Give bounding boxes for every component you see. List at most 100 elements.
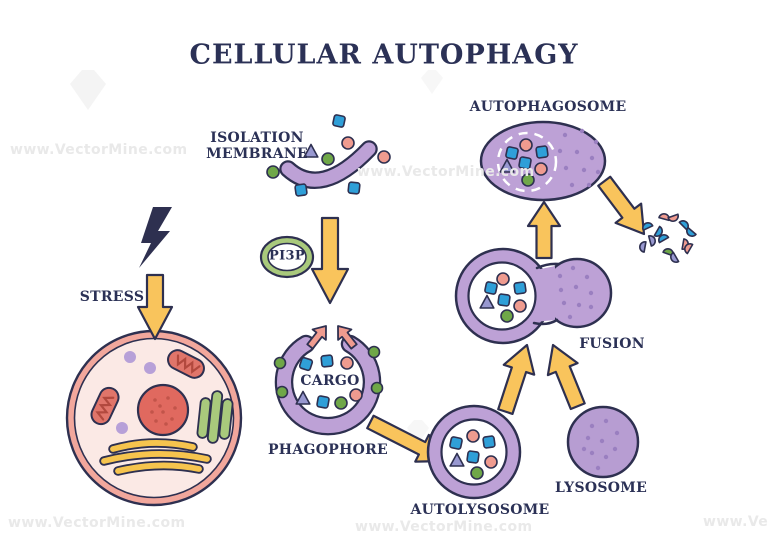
autophagosome-texture-dot: [569, 182, 575, 188]
phagophore-cargo-particle: [334, 396, 348, 410]
expansion-arrow-right: [337, 325, 358, 350]
watermark: www.VectorMine.com: [357, 164, 535, 180]
texture-layer: [150, 128, 620, 471]
autophagosome-texture-dot: [586, 182, 592, 188]
fusion-label: FUSION: [579, 335, 645, 352]
particles-layer: [266, 114, 697, 480]
endoplasmic-reticulum: [99, 438, 212, 476]
nucleus-texture-dot: [153, 398, 157, 402]
autophagosome-texture-dot: [581, 167, 587, 173]
pi3p-vesicle: [259, 235, 315, 279]
fusion-lysosome-texture-dot: [588, 304, 594, 310]
page-title: CELLULAR AUTOPHAGY: [189, 39, 579, 71]
autophagosome-texture-dot: [593, 139, 599, 145]
expansion-arrow-left: [306, 325, 327, 350]
fusion-contents-particle: [497, 293, 511, 307]
autophagosome-texture-dot: [589, 155, 595, 161]
fusion-lysosome-texture-dot: [584, 274, 590, 280]
degraded-debris-particle: [667, 213, 679, 222]
stress-arrow: [136, 273, 174, 341]
autolysosome-contents-particle: [466, 429, 480, 443]
nucleus-texture-dot: [164, 422, 168, 426]
fusion-contents-particle: [513, 281, 527, 295]
autophagosome-texture-dot: [579, 128, 585, 134]
autolysosome-label: AUTOLYSOSOME: [410, 501, 550, 518]
watermark: www.VectorMine.com: [10, 142, 188, 158]
fusion-lysosome-texture-dot: [588, 290, 594, 296]
inner-membrane-dashed: [496, 131, 558, 193]
lysosome-to-fusion-arrow: [546, 343, 586, 411]
nucleus: [136, 383, 190, 437]
autolysosome-contents-particle: [466, 450, 480, 464]
degraded-debris-particle: [642, 222, 654, 231]
nucleus-texture-dot: [170, 417, 174, 421]
pi3p-label: PI3P: [269, 248, 305, 264]
fusion-lysosome-texture-dot: [576, 302, 582, 308]
lysosome-texture-dot: [603, 418, 609, 424]
degraded-debris-particle: [684, 243, 694, 255]
isolation-membrane-debris-particle: [341, 136, 355, 150]
phagophore-receptors-particle: [370, 381, 384, 395]
autolysosome-contents-particle: [484, 455, 498, 469]
brand-diamond-icon: [407, 420, 429, 444]
fusion-contents-particle: [484, 281, 498, 295]
degraded-debris-particle: [670, 251, 680, 263]
phagophore-cargo-particle: [298, 356, 314, 372]
isolation-membrane-debris-particle: [377, 150, 391, 164]
degraded-debris-particle: [653, 225, 663, 237]
autophagosome-texture-dot: [557, 148, 563, 154]
isolation-membrane-debris-particle: [294, 183, 308, 197]
phagophore-receptors-particle: [367, 345, 381, 359]
lysosome-texture-dot: [589, 423, 595, 429]
phagophore-receptors-particle: [275, 385, 289, 399]
nucleus-texture-dot: [161, 410, 165, 414]
lightning-bolt-icon: [139, 207, 172, 268]
lysosome-texture-dot: [599, 438, 605, 444]
autophagosome-to-debris-arrow: [597, 175, 646, 236]
fusion-vesicle: [454, 247, 613, 345]
autophagosome-contents-particle: [505, 146, 519, 160]
fusion-contents-particle: [496, 272, 510, 286]
autophagosome-body: [479, 120, 607, 202]
fusion-contents-particle: [500, 309, 514, 323]
autolysosome-contents-particle: [482, 435, 496, 449]
fusion-lysosome-texture-dot: [557, 273, 563, 279]
watermark: www.VectorMine.com: [355, 519, 533, 535]
cell-vesicles: [116, 351, 156, 434]
lysosome-texture-dot: [595, 465, 601, 471]
phagophore-cargo-particle: [340, 356, 354, 370]
degraded-debris-particle: [658, 234, 670, 244]
phagophore-cargo-particle: [320, 354, 334, 368]
phagophore-label: PHAGOPHORE: [267, 441, 389, 458]
isolation-membrane-debris-particle: [266, 165, 280, 179]
autolysosome-contents-particle: [449, 436, 463, 450]
autophagosome-texture-dot: [574, 149, 580, 155]
autophagosome-contents-particle: [499, 158, 515, 173]
cargo-label: CARGO: [300, 372, 360, 389]
lysosome-label: LYSOSOME: [554, 479, 648, 496]
autophagosome-contents-particle: [535, 145, 549, 159]
phagophore-cargo-particle: [316, 395, 330, 409]
nucleus-texture-dot: [154, 419, 158, 423]
nucleus-texture-dot: [173, 406, 177, 410]
watermark: www.VectorMine.com: [703, 514, 768, 530]
fusion-lysosome-texture-dot: [558, 287, 564, 293]
autophagosome-texture-dot: [595, 169, 601, 175]
brand-diamond-icon: [421, 70, 443, 94]
mitochondrion-icon: [90, 386, 120, 426]
mitochondrion-icon: [167, 349, 205, 379]
cell: [65, 329, 243, 507]
fusion-lysosome-texture-dot: [573, 284, 579, 290]
lysosome-texture-dot: [589, 450, 595, 456]
nucleus-texture-dot: [166, 396, 170, 400]
autophagosome-contents-particle: [521, 173, 535, 187]
fusion-contents-particle: [513, 299, 527, 313]
isolation-membrane-debris-particle: [321, 152, 335, 166]
induction-arrow: [310, 216, 350, 305]
isolation-membrane-shape: [279, 140, 378, 189]
lysosome-texture-dot: [581, 446, 587, 452]
phagophore-ring: [274, 334, 382, 436]
degraded-debris-particle: [639, 241, 647, 253]
